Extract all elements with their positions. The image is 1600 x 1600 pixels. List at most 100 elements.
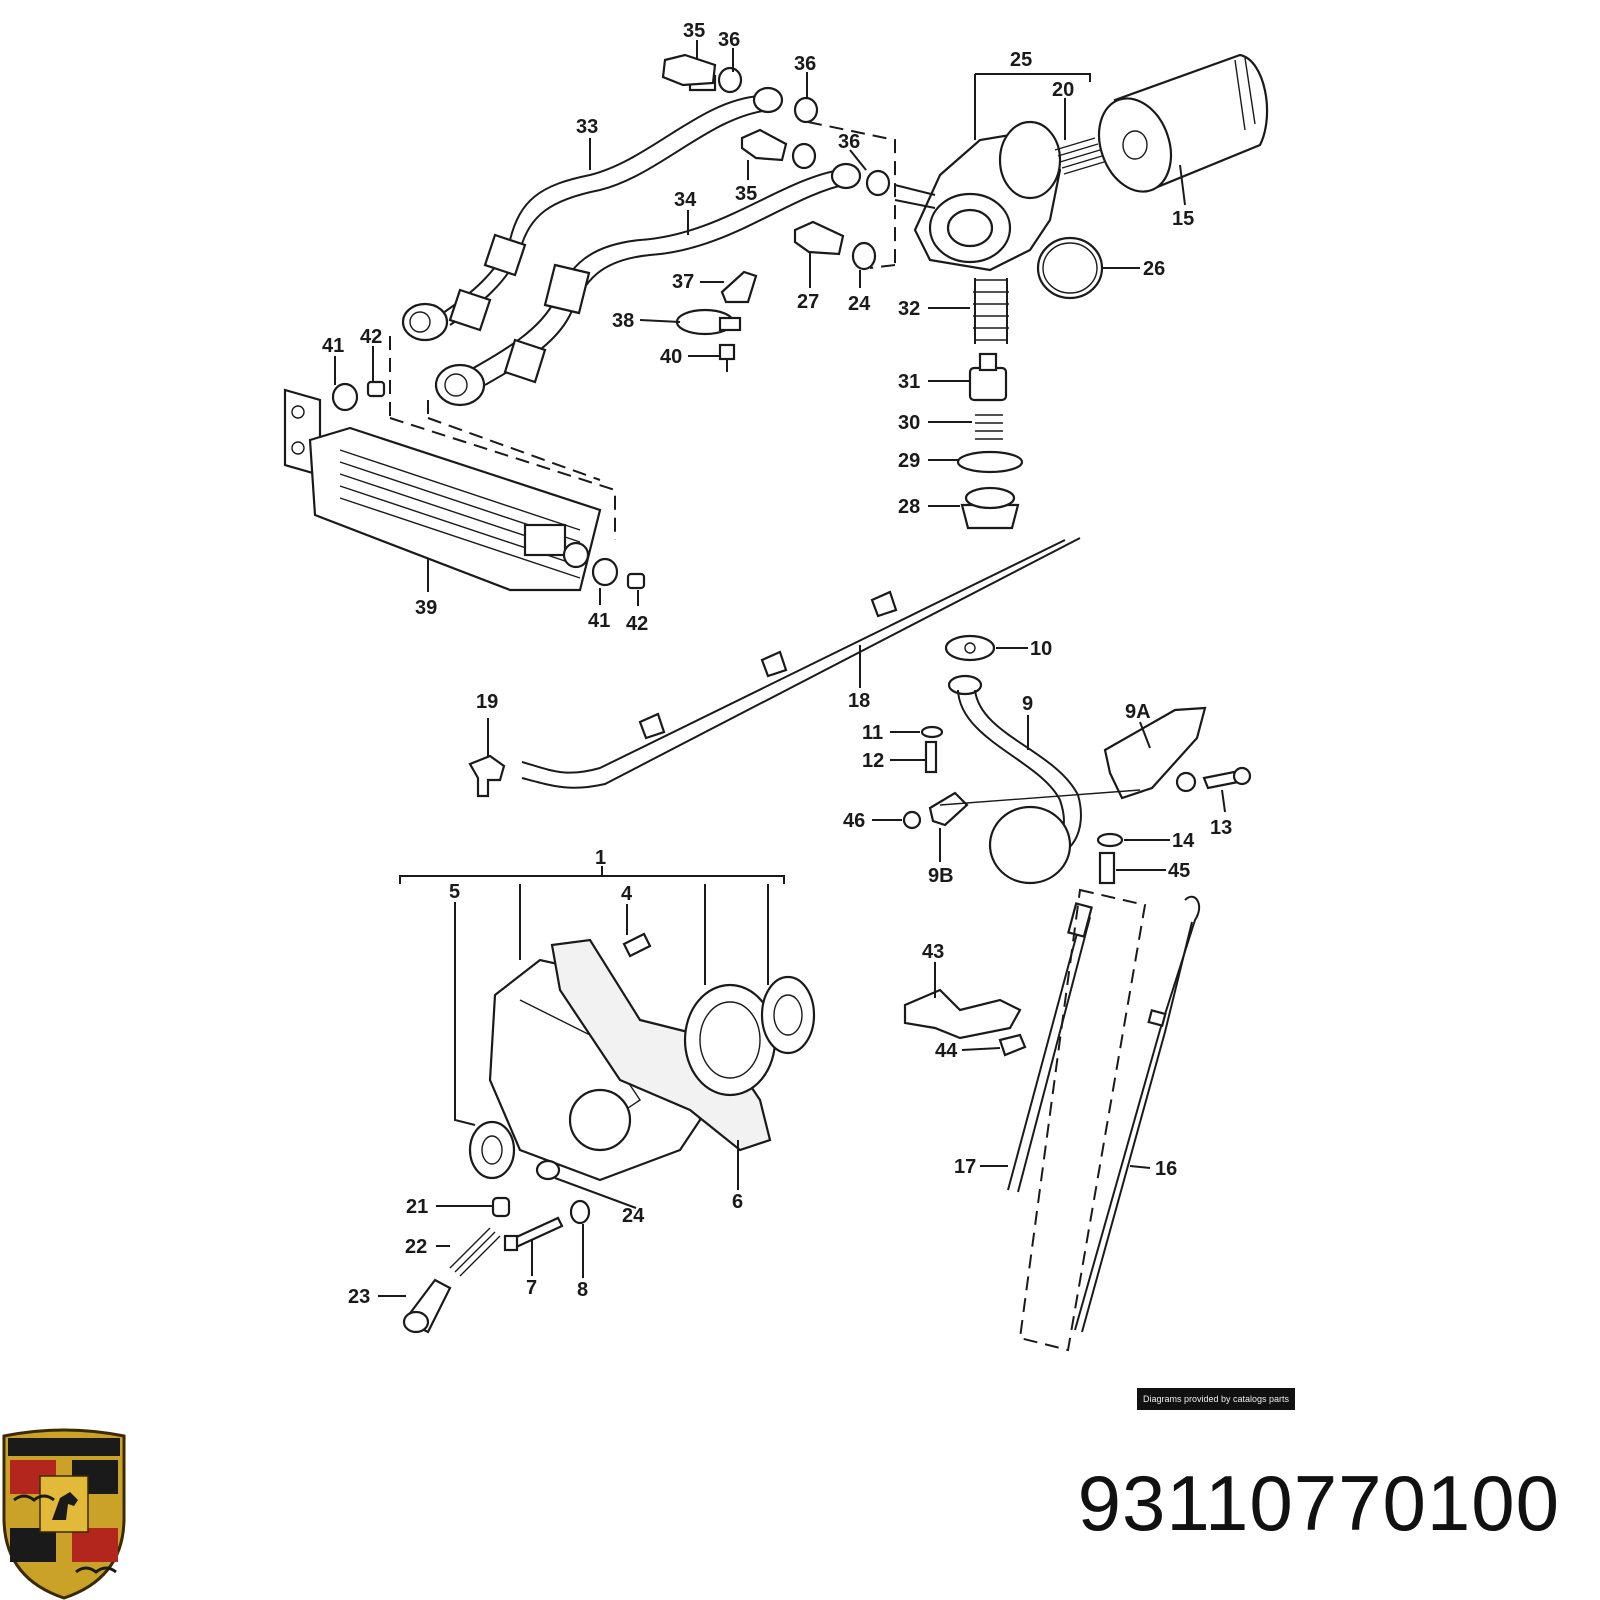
callout: 8 [577, 1279, 588, 1301]
callout: 41 [322, 335, 344, 357]
porsche-crest-logo [2, 1428, 126, 1600]
gasket-10 [944, 634, 996, 662]
horse-icon [52, 1492, 78, 1520]
callout: 24 [622, 1205, 645, 1227]
callout: 10 [1030, 638, 1052, 660]
callout: 1 [595, 847, 606, 869]
callout: 9 [1022, 693, 1033, 715]
callout: 39 [415, 597, 437, 619]
clamp-38 [675, 308, 742, 336]
clip-44 [998, 1033, 1027, 1057]
callout: 36 [794, 53, 816, 75]
callout: 23 [348, 1286, 370, 1308]
seal-29 [956, 450, 1024, 474]
callout: 9B [928, 865, 954, 887]
o-ring-26 [1036, 236, 1104, 300]
callout: 35 [735, 183, 757, 205]
callout: 43 [922, 941, 944, 963]
callout: 34 [674, 189, 697, 211]
callout: 42 [626, 613, 648, 635]
spring-32 [973, 278, 1009, 344]
dipstick-16 [1074, 895, 1201, 1333]
washer-11 [920, 725, 944, 739]
screw-4 [622, 932, 652, 958]
plug-23 [402, 1278, 452, 1334]
banjo-bolt-27 [793, 220, 877, 271]
callout: 36 [718, 29, 740, 51]
callout: 11 [862, 722, 883, 744]
bracket-37 [720, 270, 758, 304]
oil-line-18 [521, 537, 1081, 789]
bolt-12 [924, 740, 938, 774]
gear-small [760, 975, 816, 1055]
washer-14-right [1175, 771, 1197, 793]
callout: 32 [898, 298, 920, 320]
callout: 28 [898, 496, 920, 518]
diagram-credit: Diagrams provided by catalogs parts [1137, 1388, 1295, 1410]
callout: 15 [1172, 208, 1194, 230]
bracket-43 [903, 988, 1022, 1040]
sleeve-42-top [366, 380, 386, 398]
callout: 14 [1172, 830, 1195, 852]
bracket-9a [1103, 706, 1207, 800]
spring-20 [1054, 137, 1105, 175]
fitting-41-top [331, 382, 359, 412]
callout: 29 [898, 450, 920, 472]
bolt-7 [503, 1216, 564, 1252]
seal-5 [468, 1120, 516, 1180]
callout: 30 [898, 412, 920, 434]
callout: 25 [1010, 49, 1032, 71]
banjo-bolt-35-mid [740, 96, 891, 197]
spring-30 [975, 414, 1003, 440]
callout: 20 [1052, 79, 1074, 101]
callout: 7 [526, 1277, 537, 1299]
nut-46 [902, 810, 922, 830]
spring-22 [449, 1227, 501, 1277]
callout: 5 [449, 881, 460, 903]
washer-8 [569, 1199, 591, 1225]
fitting-41-bottom [591, 557, 619, 587]
callout: 35 [683, 20, 705, 42]
oil-line-34 [434, 162, 862, 407]
callout: 19 [476, 691, 498, 713]
washer-24-pump [535, 1159, 561, 1181]
callout-labels: 35 36 36 25 20 33 36 35 15 34 27 24 26 3… [322, 20, 1232, 1308]
callout: 12 [862, 750, 884, 772]
oil-line-33 [401, 74, 784, 342]
callout: 9A [1125, 701, 1151, 723]
callout: 24 [848, 293, 871, 315]
leader-lines [334, 40, 1226, 1297]
callout: 33 [576, 116, 598, 138]
callout: 46 [843, 810, 865, 832]
callout: 37 [672, 271, 694, 293]
callout: 27 [797, 291, 819, 313]
callout: 26 [1143, 258, 1165, 280]
gear-ring [683, 983, 777, 1097]
callout: 42 [360, 326, 382, 348]
callout: 40 [660, 346, 682, 368]
bolt-13 [1202, 766, 1252, 790]
callout: 21 [406, 1196, 428, 1218]
callout: 36 [838, 131, 860, 153]
piston-31 [968, 352, 1008, 402]
callout: 18 [848, 690, 870, 712]
gasket-6 [550, 938, 772, 1152]
callout: 22 [405, 1236, 427, 1258]
banjo-bolt-35-top [661, 53, 743, 94]
callout: 6 [732, 1191, 743, 1213]
washer-14-left [1096, 832, 1124, 848]
bracket-9b [928, 791, 969, 827]
sleeve-42-bottom [626, 572, 646, 590]
plug-28 [960, 486, 1020, 530]
callout: 38 [612, 310, 634, 332]
bolt-40 [718, 343, 736, 372]
callout: 41 [588, 610, 610, 632]
filter-housing-25 [894, 120, 1062, 272]
callout: 4 [621, 883, 633, 905]
oil-cooler-39 [283, 388, 602, 592]
bolt-45 [1098, 851, 1116, 885]
callout: 45 [1168, 860, 1190, 882]
callout: 31 [898, 371, 920, 393]
callout: 17 [954, 1156, 976, 1178]
